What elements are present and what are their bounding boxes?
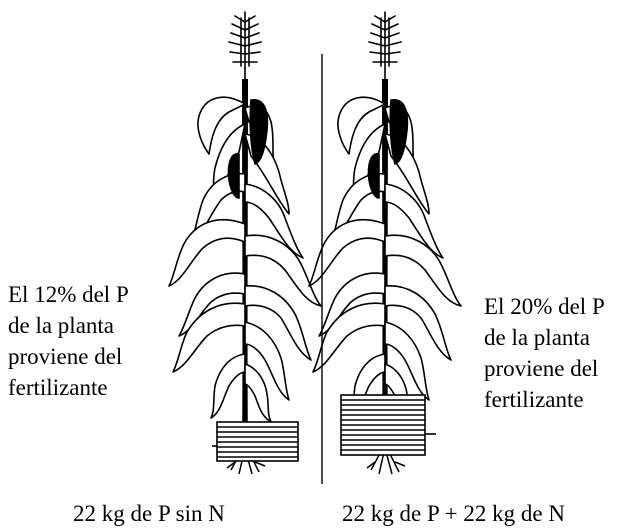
left-maize-plant [169,12,321,474]
left-soil-band [212,422,298,461]
left-treatment-caption: 22 kg de P sin N [73,500,225,528]
left-percentage-note: El 12% del P de la planta proviene del f… [8,279,208,403]
right-treatment-caption: 22 kg de P + 22 kg de N [342,500,565,528]
right-soil-band [341,395,436,455]
right-percentage-note: El 20% del P de la planta proviene del f… [484,291,634,415]
